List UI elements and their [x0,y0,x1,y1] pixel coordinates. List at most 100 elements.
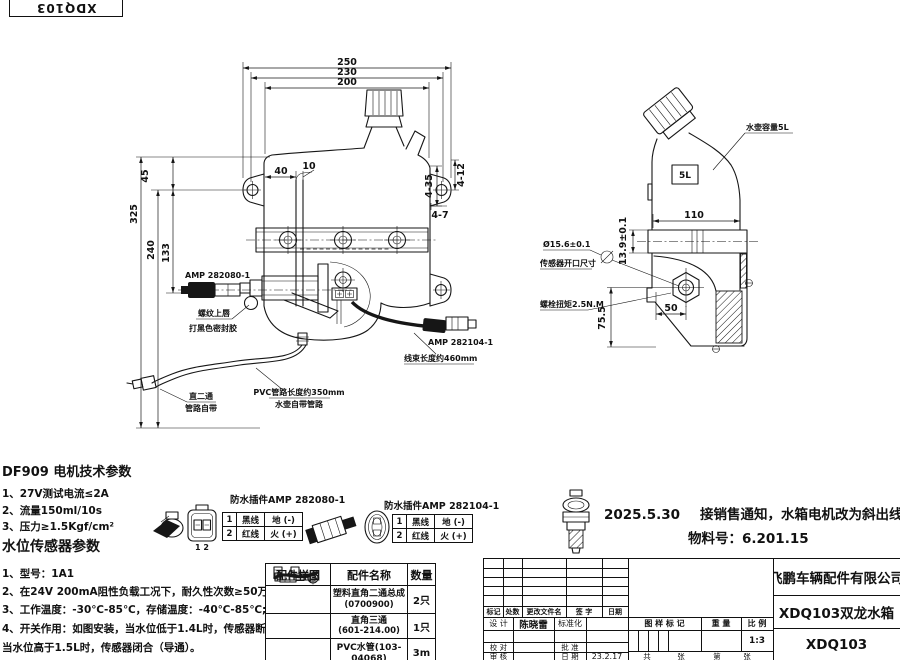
pin-role: 地 (-) [264,512,303,527]
pin-wire: 红线 [406,528,435,543]
dim-325: 325 [129,204,140,224]
front-view-sensor-assembly [331,268,477,334]
parts-row: PVC水管(103-04068) 3m [265,570,436,660]
pvc-note-line1: PVC管路长度约350mm [253,387,344,397]
pin-row: 1 黑线 地 (-) [392,514,473,529]
side-view-labels: 5L 水壶容量5L Ø15.6±0.1 传感器开口尺寸 螺栓扭矩2.5N.M [539,122,793,311]
sheet-word: 第 [713,651,721,660]
part-qty: 3m [407,638,436,660]
sales-notice: 2025.5.30 接销售通知，水箱电机改为斜出线口款 [604,503,900,523]
sheet-word: 张 [677,651,685,660]
sensor-hole-dia-label: Ø15.6±0.1 [543,239,591,249]
date-value: 23.2.17 [591,652,623,660]
sensor-spec-line: 1、型号：1A1 [2,568,75,580]
connector-title-right: 防水插件AMP 282104-1 [384,501,500,512]
check-label: 校 对 [489,642,508,652]
pin-row: 2 红线 火 (+) [222,526,303,541]
pin-row: 1 黑线 地 (-) [222,512,303,527]
sheet-word: 张 [743,651,751,660]
sensor-spec-line: 2、在24V 200mA阻性负载工况下，耐久性次数≥50万次; [2,586,283,598]
drawing-number: XDQ103 [805,636,868,653]
rev-col-count: 处数 [505,607,520,616]
socket-face-icon-left: 1 2 [187,504,217,552]
date-label: 日 期 [561,652,579,660]
part-code: (601-214.00) [338,626,400,637]
stamp-label: 图 样 标 记 [644,619,685,628]
part-qty: 1只 [407,613,436,639]
material-number: 物料号：6.201.15 [688,531,809,547]
front-view: 250 230 200 [126,57,494,429]
capacity-label: 水壶容量5L [745,122,789,132]
sensor-hole-note-label: 传感器开口尺寸 [539,258,596,268]
motor-spec-line: 1、27V测试电流≤2A [2,488,109,500]
standardize-label: 标准化 [558,619,582,628]
pin-no: 2 [222,526,237,541]
thread-note-line1: 螺纹上唇 [198,308,231,318]
pin-role: 火 (+) [434,528,473,543]
product-name: XDQ103双龙水箱 [778,605,895,622]
dim-4-35: 4-35 [424,174,435,198]
tee-fitting-icon [265,565,331,639]
dim-45: 45 [140,169,151,182]
front-view-small-dimensions: 40 10 4-35 4-12 4-7 [265,159,467,221]
weight-label: 重 量 [711,619,731,628]
elbow-fitting-icon [265,565,331,614]
dim-13-9: 13.9±0.1 [618,217,629,265]
front-view-tank-outline [126,89,452,391]
title-block: 标记 处数 更改文件名 签 字 日期 设 计 陈晓雷 标准化 校 对 批 准 审… [483,558,900,660]
harness-length-label: 线束长度约460mm [404,353,477,363]
parts-table: 配件样图 配件名称 数量 塑料直角二通总成 (0700900) 2只 [265,563,436,660]
part-name: 直角三通 [350,615,387,626]
pump-connector-label: AMP 282080-1 [185,271,251,280]
scale-value: 1:3 [748,635,766,646]
front-view-top-dimensions: 250 230 200 [242,57,452,182]
parts-row: 直角三通 (601-214.00) 1只 [265,565,436,639]
rev-col-mark: 标记 [486,607,501,616]
scale-label: 比 例 [747,619,767,628]
design-label: 设 计 [489,619,508,628]
front-view-pump-assembly [178,263,352,319]
company-name: 飞鹏车辆配件有限公司 [773,571,900,587]
parts-header: 数量 [407,563,436,586]
dim-40: 40 [274,166,288,177]
dim-230: 230 [337,67,357,78]
dim-10: 10 [302,161,316,172]
pin-no: 1 [222,512,237,527]
rev-col-file: 更改文件名 [526,607,562,616]
motor-icon [562,489,590,554]
bolt-torque-label: 螺栓扭矩2.5N.M [540,299,604,309]
front-view-labels: AMP 282080-1 螺纹上唇 打黑色密封胶 AMP 282104-1 线束… [159,271,494,413]
parts-row: 塑料直角二通总成 (0700900) 2只 [265,565,436,614]
waterproof-connector-icons: 1 2 [153,504,390,552]
part-name: PVC水管(103-04068) [336,643,402,660]
motor-spec-line: 2、流量150ml/10s [2,505,102,517]
plug-3d-icon-right [305,515,357,545]
pin-table-left: 1 黑线 地 (-) 2 红线 火 (+) [222,512,303,541]
sensor-connector-label: AMP 282104-1 [428,338,494,347]
sheet-word: 共 [643,651,651,660]
pin-row: 2 红线 火 (+) [392,528,473,543]
sheet-code-stamp: XDQ103 [9,0,123,17]
notice-text: 接销售通知，水箱电机改为斜出线口款 [700,507,900,523]
pin-no: 2 [392,528,407,543]
side-view-outline [637,87,758,353]
pin-no: 1 [392,514,407,529]
pin-numbers-label: 1 2 [195,543,209,552]
side-view-dimensions: 110 13.9±0.1 50 75.5 [597,210,741,348]
dim-75-5: 75.5 [597,306,608,329]
pin-role: 火 (+) [264,526,303,541]
dim-110: 110 [684,210,704,221]
sensor-spec-line: 当水位高于1.5L时，传感器闭合（导通）。 [2,642,201,654]
dim-4-7: 4-7 [431,210,448,221]
motor-spec-line: 3、压力≥1.5Kgf/cm² [2,521,115,533]
parts-header: 配件名称 [330,563,408,586]
notice-date: 2025.5.30 [604,507,681,523]
dim-240: 240 [146,240,157,260]
pin-table-right: 1 黑线 地 (-) 2 红线 火 (+) [392,514,473,543]
audit-label: 审 核 [489,652,508,660]
sheet-code: XDQ103 [35,0,97,15]
pin-wire: 黑线 [406,514,435,529]
connector-title-left: 防水插件AMP 282080-1 [230,495,346,506]
